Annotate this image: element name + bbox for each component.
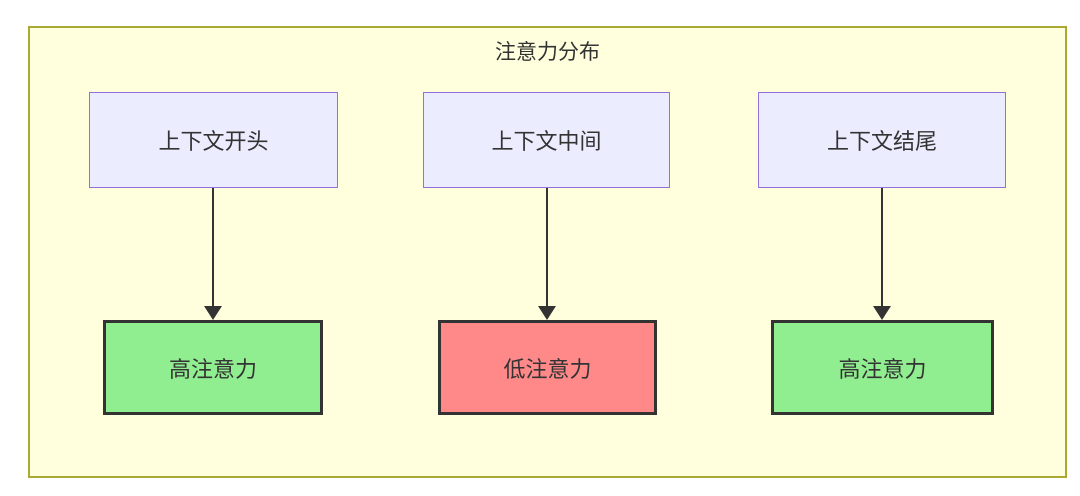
edge-arrow-start — [204, 188, 222, 320]
edge-arrow-end — [873, 188, 891, 320]
node-context-end-label: 上下文结尾 — [826, 129, 937, 154]
node-context-end: 上下文结尾 — [758, 92, 1006, 188]
node-context-middle: 上下文中间 — [423, 92, 670, 188]
node-attention-end-label: 高注意力 — [838, 356, 927, 382]
edge-arrow-middle — [538, 188, 556, 320]
diagram-title: 注意力分布 — [495, 41, 600, 64]
node-attention-middle-label: 低注意力 — [503, 356, 592, 382]
node-context-middle-label: 上下文中间 — [491, 129, 602, 154]
node-attention-middle: 低注意力 — [438, 320, 657, 415]
node-attention-end: 高注意力 — [771, 320, 994, 415]
node-context-start-label: 上下文开头 — [158, 129, 269, 154]
node-attention-start-label: 高注意力 — [168, 356, 257, 382]
node-context-start: 上下文开头 — [89, 92, 338, 188]
node-attention-start: 高注意力 — [103, 320, 323, 415]
